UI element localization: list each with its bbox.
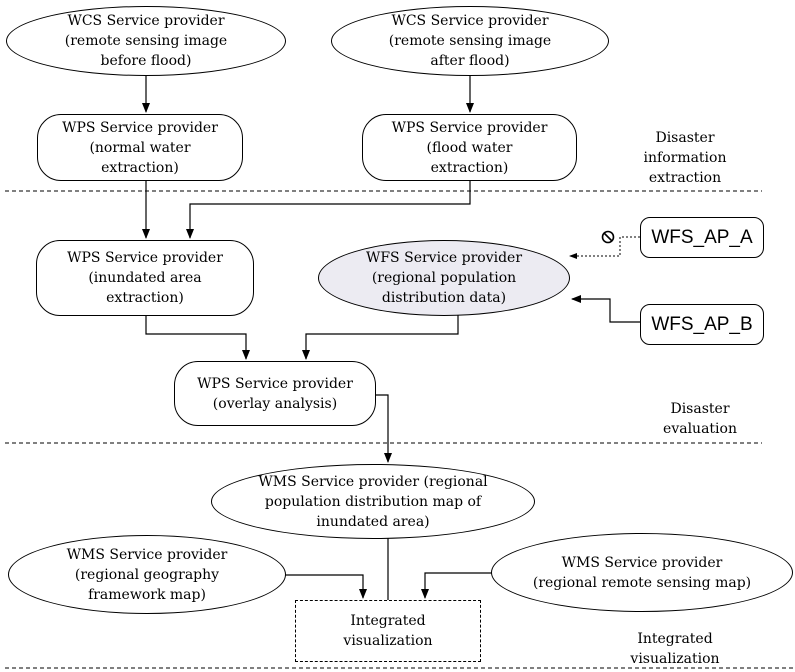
arrow-remote-to-integrated (421, 572, 492, 599)
wps-overlay-analysis-node: WPS Service provider (overlay analysis) (174, 361, 376, 426)
wfs-population-node: WFS Service provider (regional populatio… (318, 240, 570, 316)
arrow-overlay-to-wms-map (376, 394, 392, 463)
arrow-inundated-to-overlay (145, 315, 250, 360)
wms-remote-sensing-node: WMS Service provider (regional remote se… (491, 533, 793, 612)
wms-inundated-map-node: WMS Service provider (regional populatio… (211, 464, 535, 539)
wcs-after-flood-node: WCS Service provider (remote sensing ima… (331, 6, 609, 76)
arrow-ap-a-to-population (569, 236, 640, 259)
stage-label-extraction: Disaster information extraction (643, 130, 727, 186)
wfs-ap-b-node: WFS_AP_B (640, 304, 764, 345)
blocked-connection-icon (601, 230, 615, 244)
wms-geography-node: WMS Service provider (regional geography… (8, 535, 286, 614)
wps-flood-water-node: WPS Service provider (flood water extrac… (362, 114, 577, 181)
arrow-wps-flood-to-inundated (186, 180, 471, 239)
wps-normal-water-node: WPS Service provider (normal water extra… (37, 114, 243, 181)
integrated-visualization-node: Integrated visualization (295, 600, 481, 662)
wfs-ap-a-node: WFS_AP_A (640, 217, 764, 258)
stage-label-visualization: Integrated visualization (630, 631, 720, 667)
stage-label-evaluation: Disaster evaluation (663, 401, 737, 437)
wps-inundated-area-node: WPS Service provider (inundated area ext… (36, 240, 254, 316)
arrow-geography-to-integrated (284, 574, 367, 599)
wcs-before-flood-node: WCS Service provider (remote sensing ima… (6, 6, 286, 76)
arrow-ap-b-to-population (571, 295, 640, 323)
arrow-population-to-overlay (302, 315, 459, 360)
